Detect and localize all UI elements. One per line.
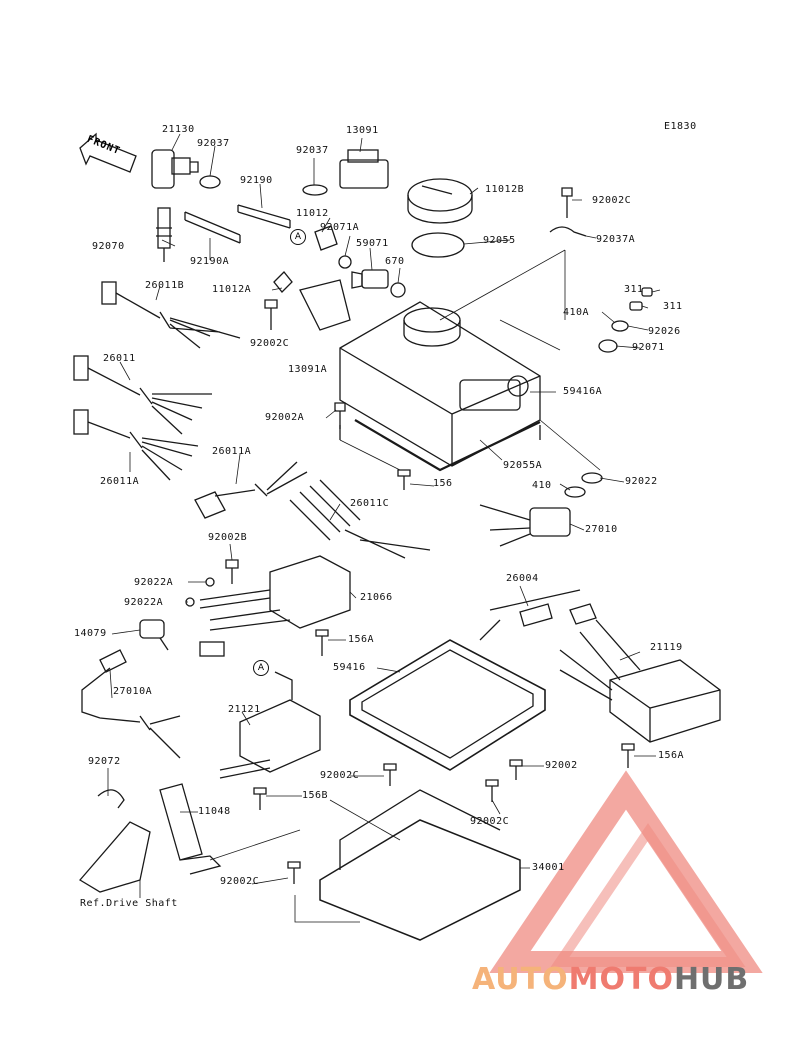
part-label: 11012A (212, 284, 252, 295)
part-label: 27010 (585, 524, 618, 535)
part-label: 92071A (320, 222, 360, 233)
part-label: 13091 (346, 125, 379, 136)
part-label: 670 (385, 256, 405, 267)
part-label: 92037A (596, 234, 636, 245)
part-label: 156 (433, 478, 453, 489)
part-label: 92022A (134, 577, 174, 588)
part-label: 59416 (333, 662, 366, 673)
part-label: 92002B (208, 532, 248, 543)
part-label: 92055 (483, 235, 516, 246)
part-label: 92072 (88, 756, 121, 767)
part-label: 92037 (296, 145, 329, 156)
part-label: 26004 (506, 573, 539, 584)
part-label: 13091A (288, 364, 328, 375)
part-label: 92002C (470, 816, 510, 827)
part-label: 21119 (650, 642, 683, 653)
part-label: 11048 (198, 806, 231, 817)
watermark-logo-icon (489, 770, 763, 973)
brand-part-2: MOTO (568, 962, 674, 997)
part-label: 92022A (124, 597, 164, 608)
part-label: 156B (302, 790, 329, 801)
part-label: 92002C (220, 876, 260, 887)
part-label: 92190A (190, 256, 230, 267)
part-label: 92002A (265, 412, 305, 423)
part-label: 156A (348, 634, 375, 645)
part-label: 59416A (563, 386, 603, 397)
part-label: 21066 (360, 592, 393, 603)
part-label: 92002C (592, 195, 632, 206)
part-label: 311 (663, 301, 683, 312)
part-label: 92070 (92, 241, 125, 252)
part-label: 21130 (162, 124, 195, 135)
part-label: 92026 (648, 326, 681, 337)
part-label: 311 (624, 284, 644, 295)
part-label: 21121 (228, 704, 261, 715)
callout-a-top: A (290, 229, 306, 245)
part-label: 26011C (350, 498, 390, 509)
part-label: 11012B (485, 184, 525, 195)
front-arrow-icon (79, 132, 137, 173)
part-label: 92002C (320, 770, 360, 781)
part-label: 26011B (145, 280, 185, 291)
part-label: 410A (563, 307, 590, 318)
part-label: 156A (658, 750, 685, 761)
brand-part-3: HUB (673, 962, 750, 997)
part-label: 11012 (296, 208, 329, 219)
part-label: 14079 (74, 628, 107, 639)
part-label: 92002 (545, 760, 578, 771)
brand-part-1: AUTO (472, 962, 569, 997)
part-label: 92190 (240, 175, 273, 186)
part-label: 26011A (212, 446, 252, 457)
brand-watermark: AUTOMOTOHUB (472, 962, 749, 997)
part-label: 92055A (503, 460, 543, 471)
part-label: 27010A (113, 686, 153, 697)
part-label: 92002C (250, 338, 290, 349)
diagram-code: E1830 (664, 121, 697, 132)
callout-a-bottom: A (253, 660, 269, 676)
part-label: 92071 (632, 342, 665, 353)
part-label: 92037 (197, 138, 230, 149)
part-label: 26011A (100, 476, 140, 487)
part-label: 34001 (532, 862, 565, 873)
part-label: 26011 (103, 353, 136, 364)
ref-drive-shaft-label: Ref.Drive Shaft (80, 898, 178, 909)
part-label: 92022 (625, 476, 658, 487)
part-label: 59071 (356, 238, 389, 249)
part-label: 410 (532, 480, 552, 491)
